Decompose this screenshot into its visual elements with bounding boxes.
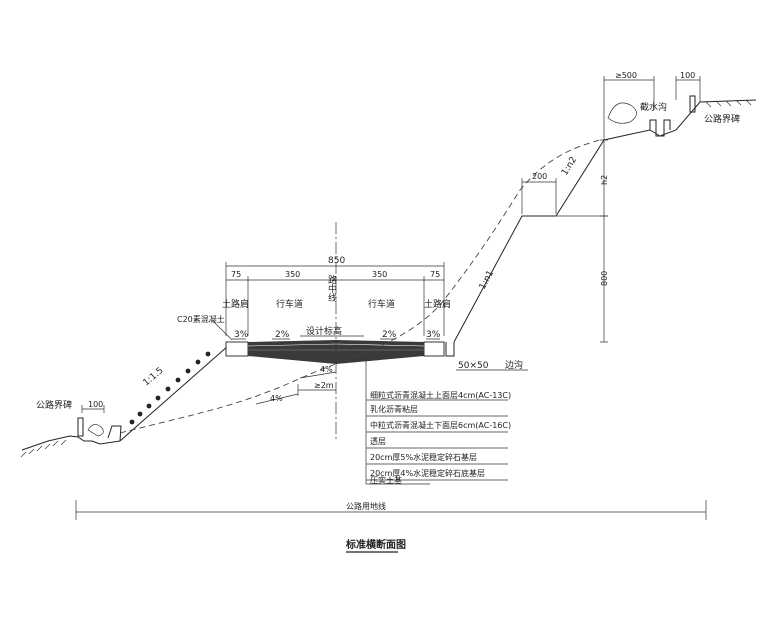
layer-6: 20cm厚4%水泥稳定碎石底基层: [370, 468, 485, 478]
sub-slope-1: 4%: [320, 365, 333, 374]
layer-7: 压实土基: [370, 475, 402, 485]
subgrade-slope-marks: [255, 371, 337, 405]
design-elevation-label: 设计标高: [306, 325, 342, 337]
land-line-label: 公路用地线: [346, 501, 386, 511]
seg-4: 75: [430, 270, 440, 279]
left-boundary-marker: [77, 417, 122, 442]
layer-callout: [365, 356, 508, 485]
left-ground-line: [21, 435, 121, 451]
slope-lane-right: 2%: [382, 330, 397, 340]
right-cut-slope: [453, 99, 757, 343]
curb-label: C20素混凝土: [177, 314, 225, 324]
left-fill-slope: [119, 345, 229, 442]
width-total: 850: [328, 256, 345, 266]
left-100-label: 100: [88, 400, 103, 409]
curb-leader: [213, 321, 233, 341]
left-lane-label: 行车道: [276, 298, 303, 310]
right-ditch: [445, 342, 455, 357]
slope-right: 3%: [426, 330, 441, 340]
right-shoulder-label: 土路肩: [424, 298, 451, 310]
right-boundary-marker: [689, 95, 696, 113]
drawing-title: 标准横断面图: [345, 538, 406, 551]
h800-label: 800: [600, 271, 609, 286]
sub-slope-2: 4%: [270, 394, 283, 403]
subgrade-right-upper: [335, 139, 601, 365]
intercept-ditch-label: 截水沟: [640, 101, 667, 113]
pavement-structure: [225, 340, 445, 364]
h2-label: h2: [600, 175, 609, 185]
min-2m-label: ≥2m: [314, 381, 334, 390]
slope-left: 3%: [234, 330, 249, 340]
centerline-label: 路中线: [326, 274, 337, 302]
berm-label: 200: [532, 172, 547, 181]
top-100-label: 100: [680, 71, 695, 80]
layer-2: 乳化沥青粘层: [370, 404, 418, 414]
layer-4: 透层: [370, 437, 386, 446]
right-slope-ratio: 1:n1: [478, 269, 496, 292]
slope-planting: [129, 351, 211, 425]
slope-lane-left: 2%: [275, 330, 290, 340]
right-ground-hatch: [705, 99, 752, 108]
left-100-dim: [81, 405, 105, 413]
land-line: [75, 500, 707, 520]
right-lane-label: 行车道: [368, 298, 395, 310]
left-shoulder-label: 土路肩: [222, 298, 249, 310]
seg-3: 350: [372, 270, 387, 279]
top-dims: [603, 76, 701, 140]
left-slope-ratio: 1:1.5: [142, 366, 166, 388]
ditch-size-label: 50×50: [458, 361, 489, 371]
top-500-label: ≥500: [615, 71, 637, 80]
seg-1: 75: [231, 270, 241, 279]
seg-2: 350: [285, 270, 300, 279]
width-dimension: [225, 262, 445, 336]
layer-3: 中粒式沥青混凝土下面层6cm(AC-16C): [370, 420, 511, 430]
layer-1: 细粒式沥青混凝土上面层4cm(AC-13C): [370, 390, 511, 400]
min-2m-dim: [297, 384, 336, 396]
intercept-ditch: [607, 102, 671, 137]
ditch-label: 边沟: [505, 359, 523, 371]
left-ground-hatch: [20, 439, 67, 458]
layer-5: 20cm厚5%水泥稳定碎石基层: [370, 452, 477, 462]
boundary-right-label: 公路界碑: [704, 113, 740, 125]
berm-dim: [521, 178, 557, 214]
boundary-left-label: 公路界碑: [36, 399, 72, 411]
upper-slope-ratio: 1:n2: [560, 155, 579, 177]
